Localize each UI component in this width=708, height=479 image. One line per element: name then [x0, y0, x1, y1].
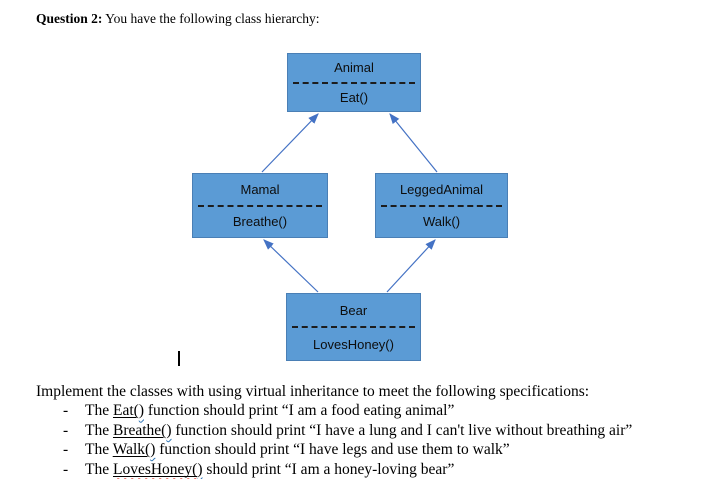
- arrow-leggedanimal-to-animal: [389, 113, 438, 173]
- bullet-marker: -: [63, 441, 69, 459]
- spec-bullet-eat: - The Eat() function should print “I am …: [36, 401, 702, 420]
- class-box-bear[interactable]: Bear LovesHoney(): [286, 293, 421, 361]
- class-method: Breathe(): [232, 214, 288, 230]
- bullet-pre: The: [85, 402, 113, 420]
- bullet-rest: function should print “I have legs and u…: [155, 441, 510, 459]
- class-name: Animal: [334, 60, 374, 76]
- function-name-walk: Walk(: [112, 441, 151, 459]
- spellcheck-squiggle: LovesHoney(: [113, 461, 197, 478]
- specifications-block: Implement the classes with using virtual…: [36, 382, 702, 479]
- function-name-breathe: Breathe(: [112, 421, 167, 439]
- class-name: LeggedAnimal: [399, 181, 484, 197]
- function-name-eat: Eat(: [112, 402, 139, 420]
- bullet-marker: -: [63, 402, 69, 420]
- question-heading: Question 2: You have the following class…: [36, 11, 319, 27]
- spec-bullet-breathe: - The Breathe() function should print “I…: [36, 421, 702, 440]
- close-paren: ): [150, 441, 156, 459]
- question-text: You have the following class hierarchy:: [102, 11, 320, 26]
- class-method: LovesHoney(): [313, 336, 394, 352]
- function-name-loveshoney: LovesHoney(: [112, 460, 198, 478]
- bullet-marker: -: [63, 460, 69, 478]
- arrow-bear-to-mamal: [263, 239, 319, 293]
- specs-intro: Implement the classes with using virtual…: [36, 383, 590, 400]
- bullet-rest: function should print “I am a food eatin…: [143, 402, 455, 420]
- spec-bullet-loveshoney: - The LovesHoney() should print “I am a …: [36, 460, 702, 479]
- bullet-marker: -: [63, 421, 69, 439]
- arrow-bear-to-leggedanimal: [386, 239, 436, 293]
- class-box-leggedanimal[interactable]: LeggedAnimal Walk(): [375, 173, 508, 238]
- question-label: Question 2:: [36, 11, 103, 26]
- close-paren: ): [166, 421, 172, 439]
- class-box-mamal[interactable]: Mamal Breathe(): [192, 173, 328, 238]
- class-name: Mamal: [240, 181, 280, 197]
- class-method: Eat(): [339, 89, 369, 105]
- arrow-mamal-to-animal: [261, 113, 319, 173]
- class-method: Walk(): [422, 214, 461, 230]
- close-paren: ): [197, 460, 203, 478]
- class-divider: [198, 204, 322, 207]
- class-name: Bear: [339, 302, 368, 318]
- class-divider: [292, 326, 415, 328]
- text-cursor: [178, 351, 180, 366]
- class-divider: [381, 204, 502, 207]
- class-divider: [293, 81, 415, 84]
- spec-bullet-walk: - The Walk() function should print “I ha…: [36, 440, 702, 459]
- bullet-rest: function should print “I have a lung and…: [171, 421, 633, 439]
- bullet-pre: The: [85, 421, 113, 439]
- class-box-animal[interactable]: Animal Eat(): [287, 53, 421, 112]
- bullet-pre: The: [85, 441, 113, 459]
- bullet-pre: The: [85, 460, 113, 478]
- bullet-rest: should print “I am a honey-loving bear”: [202, 460, 455, 478]
- close-paren: ): [138, 402, 144, 420]
